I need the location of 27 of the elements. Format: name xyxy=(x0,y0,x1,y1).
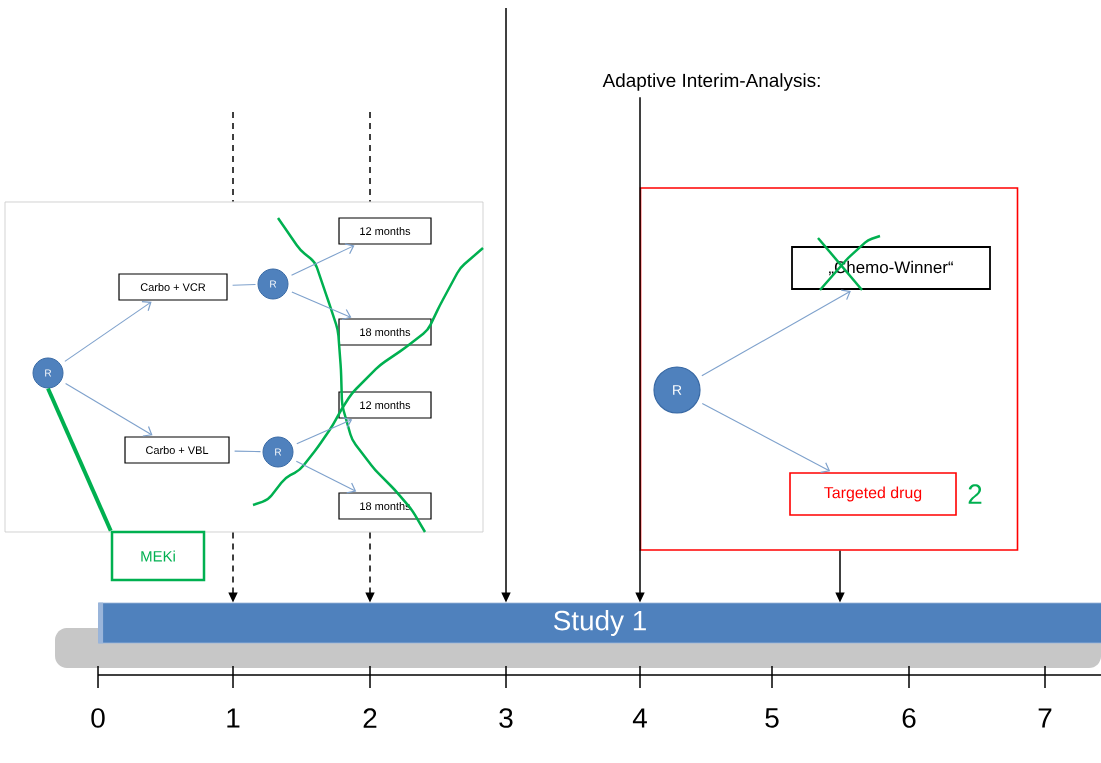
arrow xyxy=(296,416,353,445)
duration-box: 18 months xyxy=(338,318,432,346)
treatment-box: Targeted drug xyxy=(789,472,957,516)
arrow xyxy=(291,291,352,321)
treatment-box: Carbo + VCR xyxy=(118,273,228,301)
tick-label: 0 xyxy=(91,708,105,728)
treatment-box: Carbo + VBL xyxy=(124,436,230,464)
duration-box: 12 months xyxy=(338,217,432,245)
tick-label: 3 xyxy=(499,708,513,728)
side-number: 2 xyxy=(968,484,982,504)
study-bar: Study 1 xyxy=(98,602,1101,644)
annotation-text: Adaptive Interim-Analysis: xyxy=(602,73,820,91)
arrow xyxy=(64,301,152,362)
tick-label: 6 xyxy=(902,708,916,728)
arrow xyxy=(701,289,851,377)
tick-label: 1 xyxy=(227,708,240,728)
tick-label: 7 xyxy=(1038,708,1052,728)
drug-box: MEKi xyxy=(110,530,206,582)
arrow xyxy=(291,243,355,276)
tick-label: 4 xyxy=(632,708,647,728)
arrow xyxy=(295,460,357,494)
tick-label: 5 xyxy=(765,708,779,728)
arrow xyxy=(701,402,831,473)
arrow xyxy=(65,382,153,437)
duration-box: 12 months xyxy=(338,391,432,419)
leader-line xyxy=(46,387,113,532)
tick-label: 2 xyxy=(363,708,377,728)
